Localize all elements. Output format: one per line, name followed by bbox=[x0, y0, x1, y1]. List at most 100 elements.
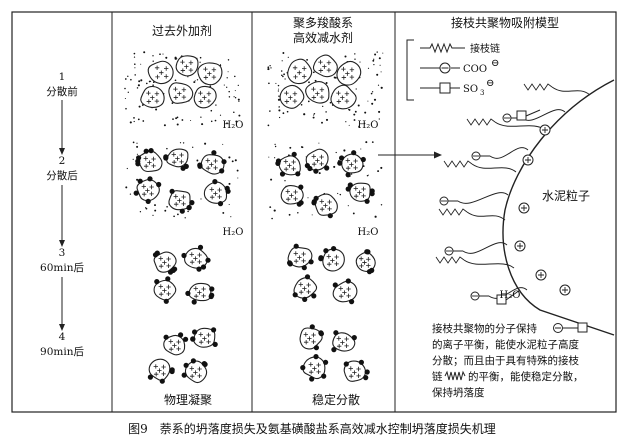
plus-charge bbox=[342, 290, 347, 295]
plus-charge bbox=[297, 70, 302, 75]
dispersed-dot bbox=[355, 88, 357, 90]
plus-charge bbox=[345, 158, 350, 163]
plus-charge bbox=[291, 159, 296, 165]
plus-charge bbox=[340, 95, 345, 100]
plus-charge bbox=[206, 98, 212, 104]
dispersed-dot bbox=[236, 169, 239, 172]
dispersed-dot bbox=[282, 112, 285, 115]
plus-charge-sign bbox=[538, 272, 544, 278]
dispersed-dot bbox=[379, 64, 381, 66]
plus-charge bbox=[303, 332, 308, 337]
plus-charge bbox=[340, 340, 345, 345]
dispersed-dot bbox=[152, 84, 154, 86]
plus-charge bbox=[311, 86, 316, 92]
dispersed-dot bbox=[269, 110, 271, 112]
plus-charge bbox=[217, 194, 222, 200]
dispersed-dot bbox=[344, 55, 347, 58]
plus-charge bbox=[180, 59, 185, 65]
dispersed-dot bbox=[228, 90, 230, 93]
dispersed-dot bbox=[152, 55, 154, 57]
plus-charge bbox=[176, 346, 181, 352]
plus-charge bbox=[213, 165, 218, 171]
adsorbed-lobe bbox=[156, 181, 162, 188]
plus-charge bbox=[201, 293, 206, 299]
plus-charge bbox=[293, 74, 298, 80]
adsorbed-lobe bbox=[343, 361, 349, 367]
description: 接枝共聚物的分子保持 的离子平衡，能使水泥粒子高度 分散；而且由于具有特殊的接枝… bbox=[432, 322, 588, 399]
dispersed-dot bbox=[179, 142, 182, 144]
dispersed-dot bbox=[210, 109, 213, 112]
dispersed-dot bbox=[133, 120, 135, 123]
dispersed-dot bbox=[136, 145, 139, 148]
stage-arrow-head-3 bbox=[59, 324, 65, 331]
plus-charge bbox=[181, 94, 187, 100]
plus-charge bbox=[145, 188, 150, 193]
dispersed-dot bbox=[133, 52, 136, 55]
dispersed-dot bbox=[269, 65, 271, 67]
dispersed-dot bbox=[226, 86, 228, 88]
dispersed-dot bbox=[378, 57, 381, 60]
plus-charge bbox=[341, 75, 347, 80]
adsorbed-lobe bbox=[154, 250, 160, 256]
plus-charge bbox=[326, 67, 332, 73]
figure-caption: 图9 萘系的坍落度损失及氨基磺酸盐系高效减水控制坍落度损失机理 bbox=[128, 421, 496, 436]
dispersed-dot bbox=[145, 82, 148, 85]
link-arrow-head bbox=[434, 151, 442, 159]
col2-title-line2: 高效减水剂 bbox=[293, 30, 353, 45]
dispersed-dot bbox=[277, 90, 280, 92]
plus-charge bbox=[179, 152, 184, 158]
plus-charge bbox=[164, 74, 169, 79]
plus-charge bbox=[327, 199, 332, 205]
adsorbed-lobe bbox=[345, 186, 351, 192]
adsorbed-lobe bbox=[181, 252, 187, 259]
plus-charge bbox=[323, 203, 328, 208]
dispersed-dot bbox=[350, 173, 353, 175]
adsorbed-lobe bbox=[318, 331, 324, 337]
dispersed-dot bbox=[140, 63, 142, 65]
adsorbed-lobe bbox=[295, 171, 301, 177]
dispersed-dot bbox=[200, 198, 202, 200]
dispersed-dot bbox=[360, 148, 362, 150]
dispersed-dot bbox=[284, 78, 286, 80]
dispersed-dot bbox=[176, 123, 179, 126]
dispersed-dot bbox=[238, 100, 240, 102]
plus-charge bbox=[361, 193, 366, 199]
dispersed-dot bbox=[125, 107, 127, 110]
adsorbed-lobe bbox=[183, 362, 189, 368]
adsorbed-lobe bbox=[339, 155, 345, 161]
plus-charge bbox=[188, 60, 194, 65]
plus-charge bbox=[353, 158, 358, 164]
plus-charge bbox=[318, 68, 324, 73]
plus-charge bbox=[184, 64, 189, 69]
adsorbed-lobe bbox=[333, 330, 339, 336]
dispersed-dot bbox=[126, 167, 128, 170]
plus-charge bbox=[319, 154, 324, 160]
dispersed-dot bbox=[152, 214, 154, 216]
adsorbed-lobe bbox=[364, 198, 370, 204]
adsorbed-lobe bbox=[323, 248, 329, 254]
dispersed-dot bbox=[237, 98, 240, 101]
plus-charge bbox=[292, 91, 298, 96]
plus-charge bbox=[188, 67, 194, 73]
plus-charge bbox=[338, 294, 344, 299]
plus-charge bbox=[327, 206, 332, 212]
adsorbed-lobe bbox=[211, 150, 217, 156]
plus-charge bbox=[206, 91, 212, 96]
dispersed-dot bbox=[286, 110, 289, 113]
dispersed-dot bbox=[337, 192, 339, 195]
plus-charge bbox=[336, 344, 342, 349]
plus-charge bbox=[322, 64, 327, 69]
plus-charge bbox=[336, 99, 342, 104]
h2o-label-c2-s1: H₂O bbox=[358, 120, 379, 131]
plus-charge bbox=[158, 284, 163, 289]
stage-4-num: 4 bbox=[59, 331, 66, 343]
plus-charge bbox=[198, 340, 204, 345]
dispersed-dot bbox=[234, 75, 236, 78]
dispersed-dot bbox=[230, 216, 232, 218]
dispersed-dot bbox=[372, 59, 375, 62]
adsorbed-lobe bbox=[279, 171, 286, 177]
particle bbox=[330, 84, 357, 110]
adsorbed-lobe bbox=[313, 354, 319, 360]
plus-charge bbox=[141, 192, 147, 197]
dispersed-dot bbox=[354, 53, 356, 55]
